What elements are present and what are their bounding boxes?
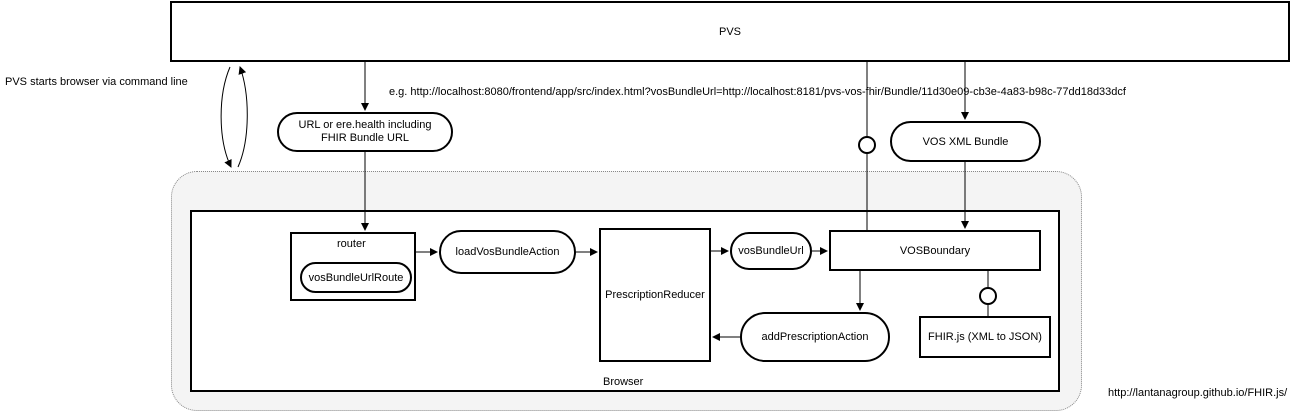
vos-bundle-url-route-label: vosBundleUrlRoute [308, 271, 404, 284]
browser-label: Browser [603, 376, 644, 388]
pvs-box: PVS [170, 1, 1290, 62]
vos-boundary-label: VOSBoundary [899, 244, 971, 257]
fhir-js-label: FHIR.js (XML to JSON) [928, 331, 1042, 343]
example-url-text: e.g. http://localhost:8080/frontend/app/… [389, 86, 1126, 98]
vos-bundle-url-route-pill: vosBundleUrlRoute [300, 262, 412, 293]
router-title: router [337, 238, 366, 250]
url-or-ere-health-pill: URL or ere.health including FHIR Bundle … [277, 112, 453, 152]
browser-start-curve-down [220, 66, 232, 168]
url-pill-line-2: FHIR Bundle URL [320, 132, 410, 144]
vos-bundle-url-pill: vosBundleUrl [730, 232, 812, 270]
add-prescription-action-pill: addPrescriptionAction [740, 312, 890, 362]
prescription-reducer-label: PrescriptionReducer [605, 289, 705, 301]
load-vos-bundle-action-pill: loadVosBundleAction [439, 230, 576, 274]
fhir-js-box: FHIR.js (XML to JSON) [919, 316, 1051, 358]
browser-start-curve-up [237, 66, 248, 168]
load-vos-bundle-action-label: loadVosBundleAction [455, 246, 560, 258]
browser-start-label: PVS starts browser via command line [5, 76, 188, 88]
fhir-js-link-text: http://lantanagroup.github.io/FHIR.js/ [1108, 387, 1288, 399]
router-box: router vosBundleUrlRoute [290, 232, 416, 301]
url-pill-line-1: URL or ere.health including [298, 119, 432, 131]
fhir-interface-circle [979, 287, 997, 305]
vos-boundary-box: VOSBoundary [829, 230, 1041, 271]
vos-xml-bundle-label: VOS XML Bundle [922, 135, 1009, 148]
vos-bundle-url-label: vosBundleUrl [738, 245, 804, 257]
pvs-label: PVS [718, 25, 741, 38]
add-prescription-action-label: addPrescriptionAction [761, 331, 869, 343]
vos-xml-bundle-pill: VOS XML Bundle [890, 121, 1041, 162]
prescription-reducer-box: PrescriptionReducer [599, 228, 711, 362]
pvs-interface-circle [858, 136, 876, 154]
